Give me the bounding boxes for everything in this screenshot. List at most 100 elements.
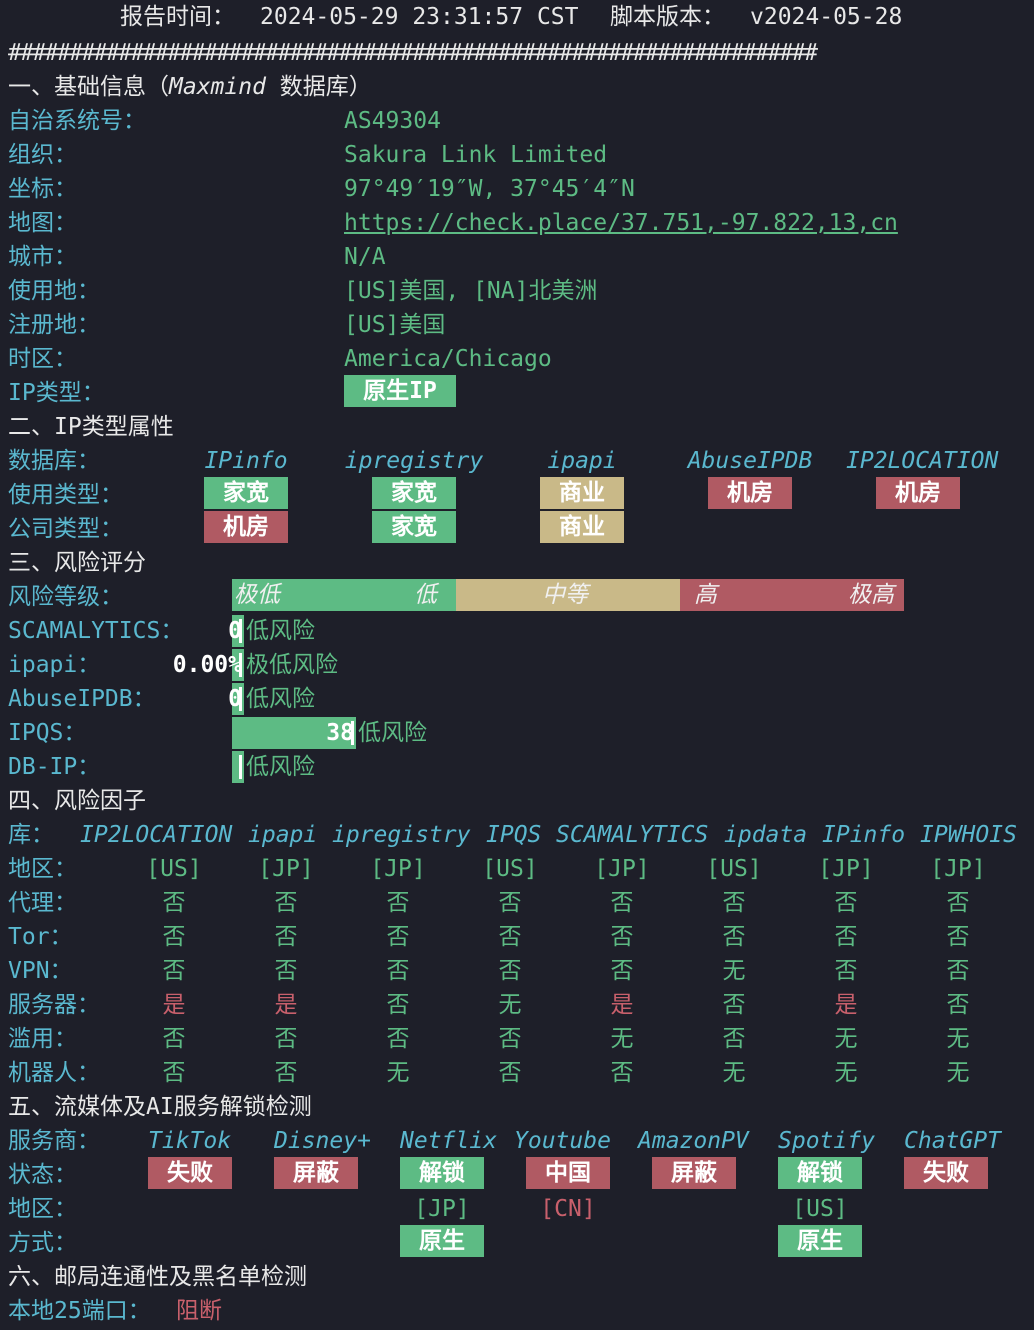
- factor-label-4: 服务器：: [8, 992, 100, 1018]
- risk-row-level-4: 低风险: [246, 754, 315, 780]
- factor-cell-6-6: 无: [834, 1060, 858, 1086]
- factor-cell-3-6: 否: [834, 958, 858, 984]
- factor-cell-6-5: 无: [722, 1060, 746, 1086]
- factor-cell-3-1: 否: [274, 958, 298, 984]
- org-label: 组织：: [8, 142, 77, 168]
- media-status-badge-0: 失败: [148, 1157, 232, 1189]
- factor-cell-5-4: 无: [610, 1026, 634, 1052]
- factor-db-5: ipdata: [724, 822, 808, 848]
- iptype-db-2: ipapi: [547, 448, 617, 474]
- factor-label-6: 机器人：: [8, 1060, 100, 1086]
- map-link[interactable]: https://check.place/37.751,-97.822,13,cn: [344, 210, 898, 236]
- media-status-badge-3: 中国: [526, 1157, 610, 1189]
- factor-db-4: SCAMALYTICS: [556, 822, 709, 848]
- media-provider-1: Disney+: [274, 1128, 371, 1154]
- media-method-label: 方式：: [8, 1230, 77, 1256]
- risk-row-marker-3: [351, 721, 354, 745]
- reg-location-label: 注册地：: [8, 312, 100, 338]
- factor-db-0: IP2LOCATION: [80, 822, 233, 848]
- factor-cell-4-1: 是: [274, 992, 298, 1018]
- risk-row-name-0: SCAMALYTICS：: [8, 618, 184, 644]
- media-region-label: 地区：: [8, 1196, 77, 1222]
- timezone-value: America/Chicago: [344, 346, 552, 372]
- risk-row-level-0: 低风险: [246, 618, 315, 644]
- factor-cell-2-6: 否: [834, 924, 858, 950]
- factor-cell-4-2: 否: [386, 992, 410, 1018]
- factor-db-7: IPWHOIS: [920, 822, 1017, 848]
- factor-label-2: Tor：: [8, 924, 73, 950]
- usage-badge-3: 机房: [708, 477, 792, 509]
- factor-cell-5-3: 否: [498, 1026, 522, 1052]
- risk-row-score-0: 0: [228, 618, 242, 644]
- timezone-label: 时区：: [8, 346, 77, 372]
- risk-row-name-3: IPQS：: [8, 720, 87, 746]
- factor-cell-1-2: 否: [386, 890, 410, 916]
- section-basic-title: 一、基础信息（Maxmind 数据库）: [8, 74, 372, 100]
- factor-cell-6-7: 无: [946, 1060, 970, 1086]
- media-status-label: 状态：: [8, 1162, 77, 1188]
- factor-cell-4-4: 是: [610, 992, 634, 1018]
- risk-row-level-2: 低风险: [246, 686, 315, 712]
- risk-level-low: 低: [414, 582, 437, 608]
- media-region-3: [CN]: [540, 1196, 596, 1222]
- risk-row-name-4: DB-IP：: [8, 754, 101, 780]
- factor-cell-6-0: 否: [162, 1060, 186, 1086]
- factor-cell-0-2: [JP]: [370, 856, 426, 882]
- report-time: 2024-05-29 23:31:57 CST: [260, 4, 579, 30]
- factor-cell-3-5: 无: [722, 958, 746, 984]
- factor-cell-1-0: 否: [162, 890, 186, 916]
- risk-row-marker-4: [239, 755, 242, 779]
- factor-cell-6-2: 无: [386, 1060, 410, 1086]
- factor-label-5: 滥用：: [8, 1026, 77, 1052]
- city-value: N/A: [344, 244, 386, 270]
- section-iptype-title: 二、IP类型属性: [8, 414, 174, 440]
- risk-scale-low: [232, 579, 456, 611]
- script-version-label: 脚本版本：: [610, 4, 725, 30]
- factor-cell-1-4: 否: [610, 890, 634, 916]
- risk-scale-medium: [456, 579, 680, 611]
- factor-cell-1-3: 否: [498, 890, 522, 916]
- factor-db-3: IPQS: [486, 822, 542, 848]
- factors-db-label: 库：: [8, 822, 54, 848]
- factor-cell-5-5: 否: [722, 1026, 746, 1052]
- port25-status: 阻断: [176, 1298, 222, 1324]
- factor-cell-0-3: [US]: [482, 856, 538, 882]
- usage-badge-4: 机房: [876, 477, 960, 509]
- factor-cell-2-7: 否: [946, 924, 970, 950]
- factor-cell-0-4: [JP]: [594, 856, 650, 882]
- factor-cell-0-1: [JP]: [258, 856, 314, 882]
- risk-row-name-2: AbuseIPDB：: [8, 686, 156, 712]
- media-method-badge-5: 原生: [778, 1225, 862, 1257]
- factor-cell-1-7: 否: [946, 890, 970, 916]
- map-label: 地图：: [8, 210, 77, 236]
- factor-cell-4-3: 无: [498, 992, 522, 1018]
- factor-cell-2-5: 否: [722, 924, 746, 950]
- factor-cell-3-7: 否: [946, 958, 970, 984]
- script-version: v2024-05-28: [750, 4, 903, 30]
- iptype-db-0: IPinfo: [204, 448, 288, 474]
- separator: ########################################…: [8, 40, 818, 66]
- factor-cell-1-5: 否: [722, 890, 746, 916]
- media-status-badge-5: 解锁: [778, 1157, 862, 1189]
- factor-cell-5-6: 无: [834, 1026, 858, 1052]
- factor-cell-2-0: 否: [162, 924, 186, 950]
- risk-row-level-1: 极低风险: [246, 652, 338, 678]
- asn-value: AS49304: [344, 108, 441, 134]
- factor-cell-2-3: 否: [498, 924, 522, 950]
- factor-cell-6-1: 否: [274, 1060, 298, 1086]
- media-region-5: [US]: [792, 1196, 848, 1222]
- asn-label: 自治系统号：: [8, 108, 146, 134]
- section-risk-title: 三、风险评分: [8, 550, 146, 576]
- media-region-2: [JP]: [414, 1196, 470, 1222]
- risk-level-label: 风险等级：: [8, 584, 123, 610]
- company-badge-2: 商业: [540, 511, 624, 543]
- media-provider-6: ChatGPT: [904, 1128, 1001, 1154]
- factor-cell-4-6: 是: [834, 992, 858, 1018]
- media-provider-0: TikTok: [148, 1128, 232, 1154]
- city-label: 城市：: [8, 244, 77, 270]
- use-location-value: [US]美国, [NA]北美洲: [344, 278, 598, 304]
- media-status-badge-6: 失败: [904, 1157, 988, 1189]
- risk-row-level-3: 低风险: [358, 720, 427, 746]
- coord-value: 97°49′19″W, 37°45′4″N: [344, 176, 635, 202]
- media-status-badge-1: 屏蔽: [274, 1157, 358, 1189]
